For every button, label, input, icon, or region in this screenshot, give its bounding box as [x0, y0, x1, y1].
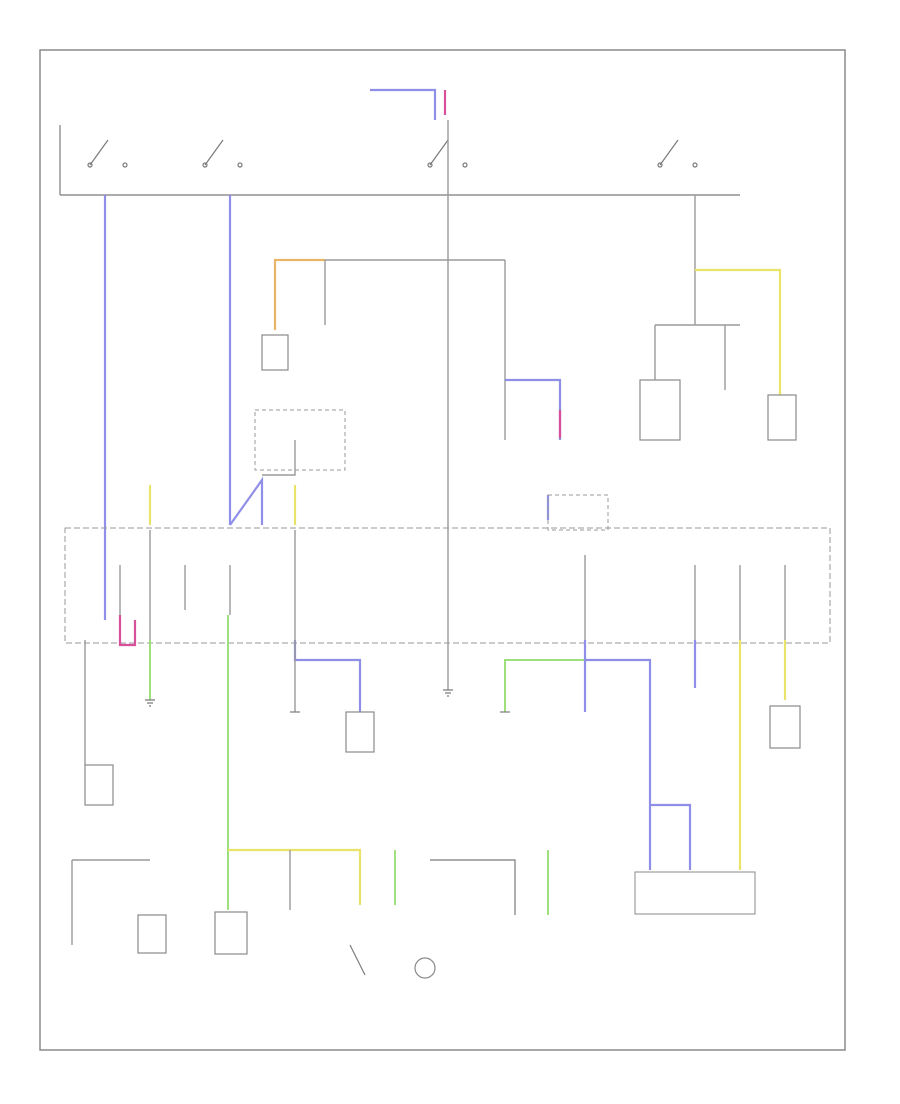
wire-yellow-lower	[228, 848, 362, 905]
wire-green-right	[504, 659, 585, 712]
component-box-right-1	[639, 379, 681, 441]
wire-pink-lower	[118, 615, 137, 647]
ignition-switch-contact-4	[657, 139, 698, 168]
component-box-bottom-left	[137, 914, 167, 954]
component-box-right-2	[767, 394, 797, 441]
wire-blue-mid-lower	[293, 640, 362, 712]
component-box-bottom-1	[214, 911, 248, 955]
connector-block	[634, 871, 756, 915]
switch-symbol-bottom	[349, 944, 366, 976]
fuse-row	[119, 530, 786, 640]
wire-orange-top	[273, 258, 325, 330]
ignition-switch-contact-3	[427, 139, 468, 168]
relay-dashed-box	[254, 409, 346, 471]
wire-blue-relay	[505, 378, 562, 440]
diagram-border	[39, 49, 846, 1051]
component-box-left-lower	[84, 764, 114, 806]
wire-relay-out	[262, 440, 296, 476]
wire-blue-to-connector	[585, 658, 652, 870]
wire-bottom-bracket	[430, 859, 516, 915]
ground-symbols	[145, 689, 510, 713]
component-box-1	[261, 334, 289, 371]
component-box-lower-right	[769, 705, 801, 749]
component-box-lower-1	[345, 711, 375, 753]
gauge-symbol	[414, 957, 436, 979]
top-feed-blue	[370, 88, 437, 120]
wire-blue-branch-2	[650, 803, 692, 870]
wire-yellow-right	[695, 268, 782, 395]
wire-blue-col-2-branch	[229, 476, 264, 526]
dashed-connector-box	[547, 494, 609, 531]
ignition-switch-contact-1	[87, 139, 128, 168]
ignition-switch-contact-2	[202, 139, 243, 168]
